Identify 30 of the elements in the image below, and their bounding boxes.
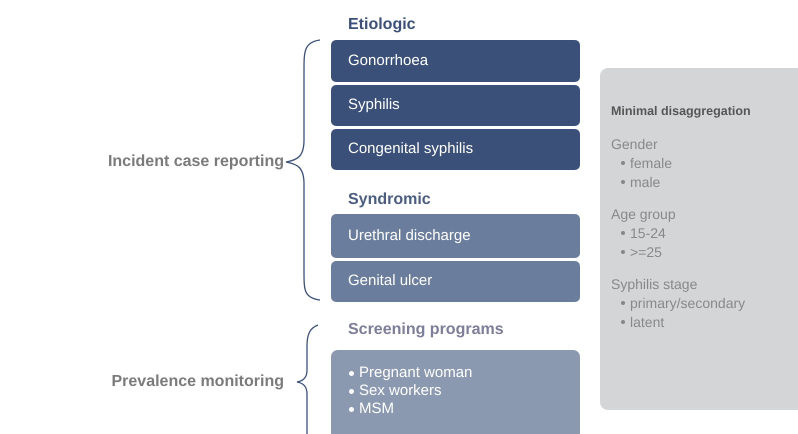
group-label: Incident case reporting [106,152,284,172]
bullet-item: latent [630,312,664,332]
box-text: Gonorrhoea [348,50,428,71]
group-heading: Gender [611,134,659,154]
category-box [331,40,580,82]
category-box [331,129,580,170]
box-text: Genital ulcer [348,271,432,292]
bullet-item: male [630,172,660,192]
bullet-item: MSM [359,400,394,418]
bullet-item: Pregnant woman [359,364,472,382]
bullet-item: primary/secondary [630,294,746,313]
group-heading: Age group [611,204,677,224]
panel-title: Minimal disaggregation [611,103,752,120]
category-box [331,350,580,434]
category-box [331,214,580,258]
category-heading: Etiologic [348,15,416,35]
bullet-item: >=25 [630,242,662,262]
bullet-item: female [630,154,672,173]
group-heading: Syphilis stage [611,274,698,294]
category-box [331,261,580,302]
group-label: Prevalence monitoring [110,372,284,392]
category-heading: Syndromic [348,190,431,210]
category-box [331,85,580,126]
box-text: Syphilis [348,95,400,116]
bullet-item: Sex workers [359,382,442,400]
box-text: Urethral discharge [348,226,471,246]
info-panel [600,68,798,410]
bullet-item: 15-24 [630,224,666,243]
box-text: Congenital syphilis [348,139,474,160]
category-heading: Screening programs [348,320,504,340]
